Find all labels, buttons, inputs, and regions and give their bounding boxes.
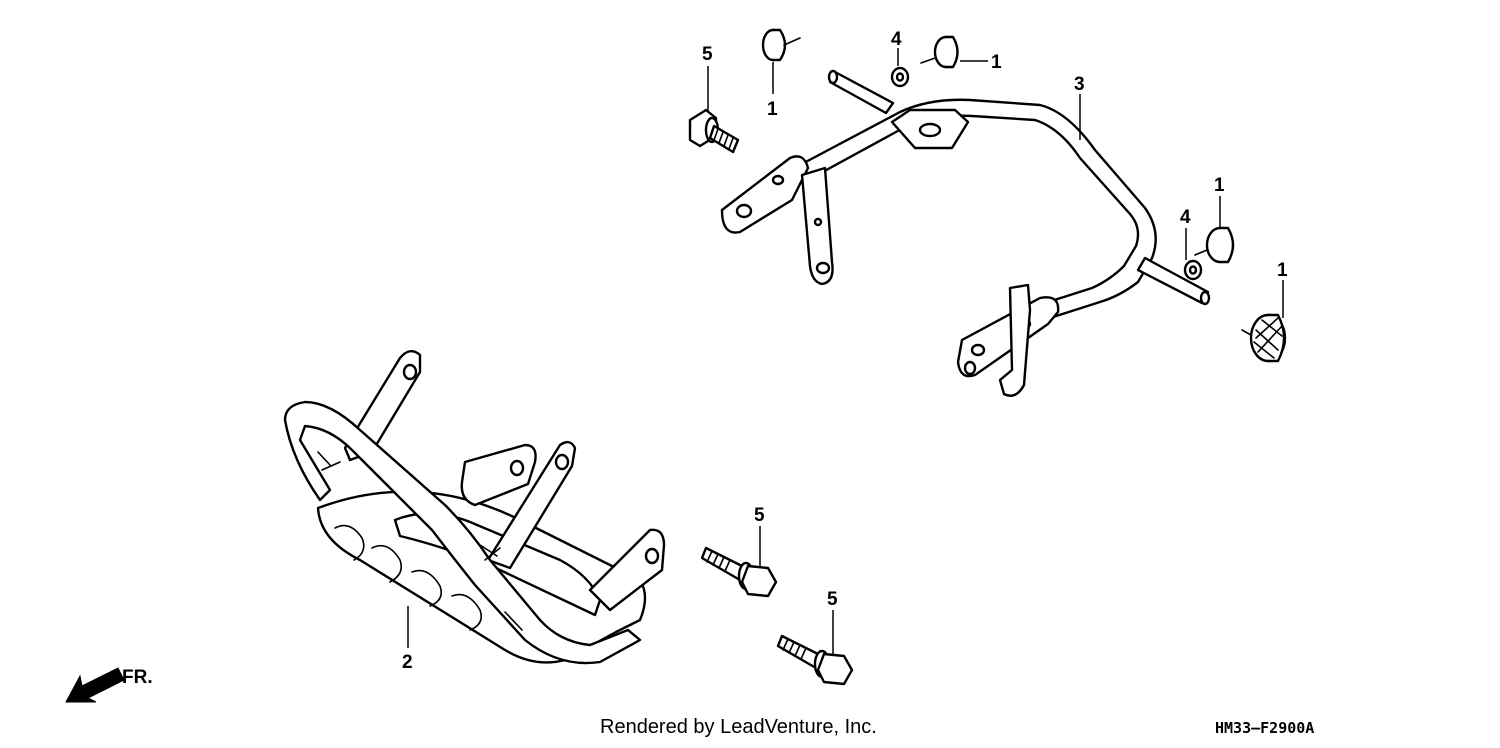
bolt-part-5-b — [700, 546, 778, 598]
callout-4: 4 — [891, 29, 902, 50]
front-guard-skid-plate — [283, 350, 666, 665]
callout-1: 1 — [1277, 260, 1288, 281]
callout-5: 5 — [702, 44, 713, 65]
callout-5: 5 — [827, 589, 838, 610]
callout-labels: 5 1 4 1 3 1 4 1 2 5 5 — [402, 29, 1288, 673]
front-direction-arrow: FR. — [65, 667, 153, 703]
bolt-part-5-c — [776, 634, 854, 686]
direction-label: FR. — [122, 667, 153, 688]
washer-part-4-a — [890, 66, 910, 88]
render-credit: Rendered by LeadVenture, Inc. — [600, 716, 877, 738]
reflector-part-1-a — [761, 28, 801, 62]
reflector-part-1-c — [1194, 226, 1235, 264]
callout-3: 3 — [1074, 74, 1085, 95]
reflector-part-1-d — [1241, 313, 1287, 363]
callout-2: 2 — [402, 652, 413, 673]
rear-bumper-frame — [720, 69, 1211, 397]
washer-part-4-b — [1183, 259, 1203, 281]
reflector-part-1-b — [920, 35, 959, 69]
leader-lines — [407, 48, 1284, 656]
callout-1: 1 — [991, 52, 1002, 73]
callout-1: 1 — [767, 99, 778, 120]
diagram-code: HM33–F2900A — [1215, 719, 1315, 737]
bolt-part-5-a — [688, 108, 740, 154]
callout-5: 5 — [754, 505, 765, 526]
callout-4: 4 — [1180, 207, 1191, 228]
callout-1: 1 — [1214, 175, 1225, 196]
